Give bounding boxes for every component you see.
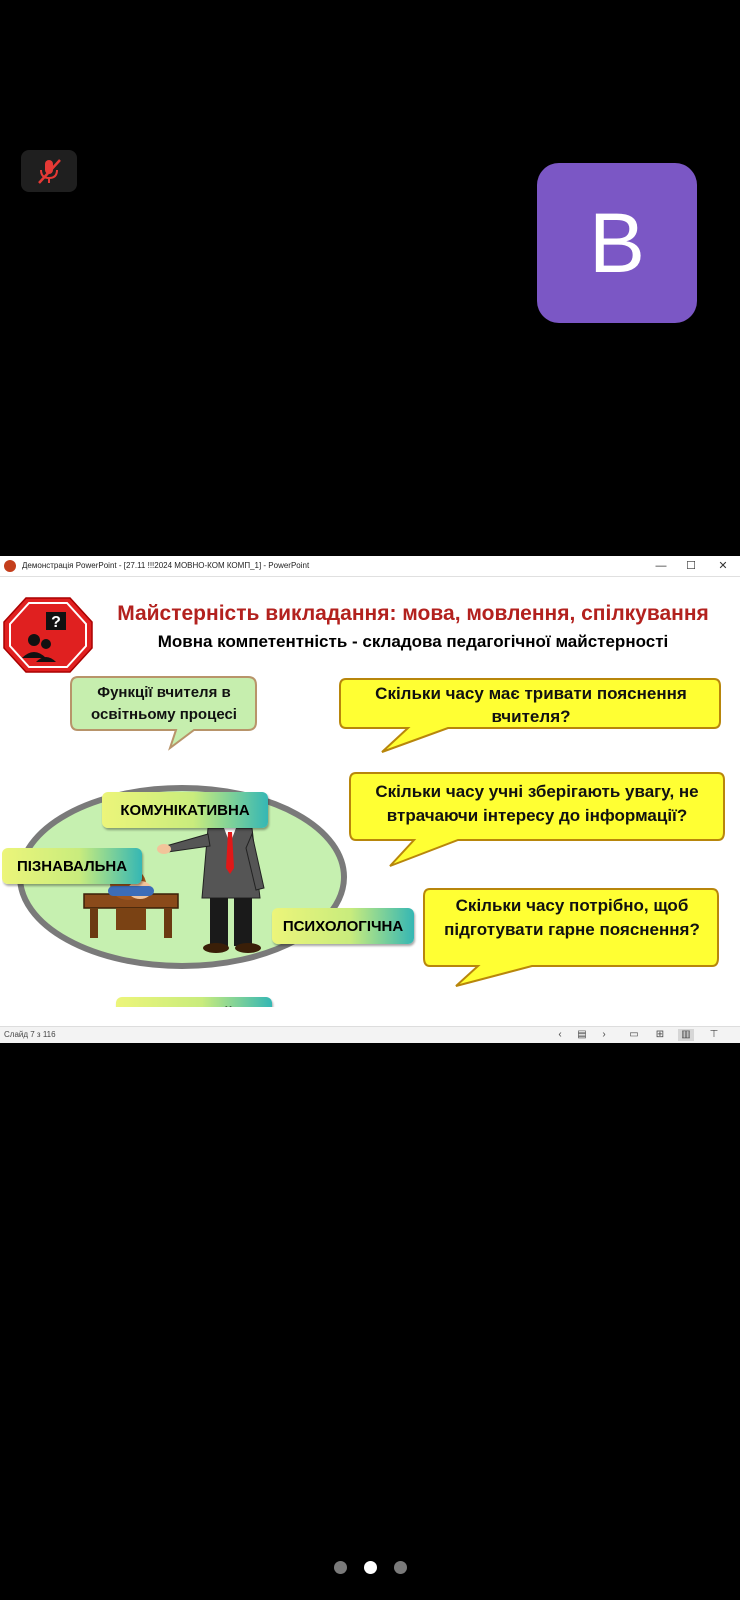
maximize-button[interactable]: ☐: [686, 560, 696, 572]
functions-speech-bubble: [70, 676, 257, 751]
reading-view-icon[interactable]: ▥: [678, 1029, 694, 1041]
question-bubble-1: [339, 678, 721, 753]
close-button[interactable]: ✕: [718, 560, 728, 572]
powerpoint-window: Демонстрація PowerPoint - [27.11 !!!2024…: [0, 556, 740, 1043]
avatar-letter: B: [588, 195, 646, 290]
status-bar: Слайд 7 з 116 ‹ ▤ › ▭ ⊞ ▥ ⊤: [0, 1026, 740, 1043]
page-dot-1[interactable]: [334, 1561, 347, 1574]
mic-muted-icon: [38, 159, 61, 184]
tag-cognitive: ПІЗНАВАЛЬНА: [2, 848, 142, 884]
window-titlebar: Демонстрація PowerPoint - [27.11 !!!2024…: [0, 556, 740, 577]
tag-organizational: ОРГАНІЗАЦІЙНА: [116, 997, 272, 1007]
question-bubble-2: [349, 772, 725, 867]
page-dot-3[interactable]: [394, 1561, 407, 1574]
question-2-text: Скільки часу учні зберігають увагу, не в…: [375, 782, 699, 825]
slide-sorter-icon[interactable]: ⊞: [655, 1029, 665, 1040]
minimize-button[interactable]: —: [655, 560, 667, 572]
question-3-text: Скільки часу потрібно, щоб підготувати г…: [444, 896, 700, 939]
slide-canvas[interactable]: ? Майстерність викладання: мова, мовленн…: [2, 592, 738, 1007]
mic-muted-badge[interactable]: [21, 150, 77, 192]
slide-counter: Слайд 7 з 116: [4, 1030, 56, 1039]
question-bubble-3: [423, 888, 719, 987]
slide-subtitle: Мовна компетентність - складова педагогі…: [157, 632, 669, 651]
svg-text:?: ?: [51, 614, 61, 631]
functions-bubble-text: Функції вчителя в освітньому процесі: [91, 684, 237, 723]
window-title: Демонстрація PowerPoint - [27.11 !!!2024…: [22, 561, 310, 570]
participant-avatar[interactable]: B: [537, 163, 697, 323]
normal-view-icon[interactable]: ▭: [629, 1029, 639, 1040]
question-1-text: Скільки часу має тривати пояснення вчите…: [375, 684, 687, 726]
previous-slide-icon[interactable]: ‹: [558, 1029, 562, 1040]
slide-thumbnail-icon[interactable]: ▤: [577, 1029, 587, 1040]
tag-psychological: ПСИХОЛОГІЧНА: [272, 908, 414, 944]
page-dot-2[interactable]: [364, 1561, 377, 1574]
stop-sign-icon: ?: [3, 597, 93, 673]
powerpoint-app-icon: [4, 560, 16, 572]
slideshow-icon[interactable]: ⊤: [709, 1029, 719, 1040]
next-slide-icon[interactable]: ›: [602, 1029, 606, 1040]
tag-communicative: КОМУНІКАТИВНА: [102, 792, 268, 828]
slide-title: Майстерність викладання: мова, мовлення,…: [117, 602, 709, 625]
